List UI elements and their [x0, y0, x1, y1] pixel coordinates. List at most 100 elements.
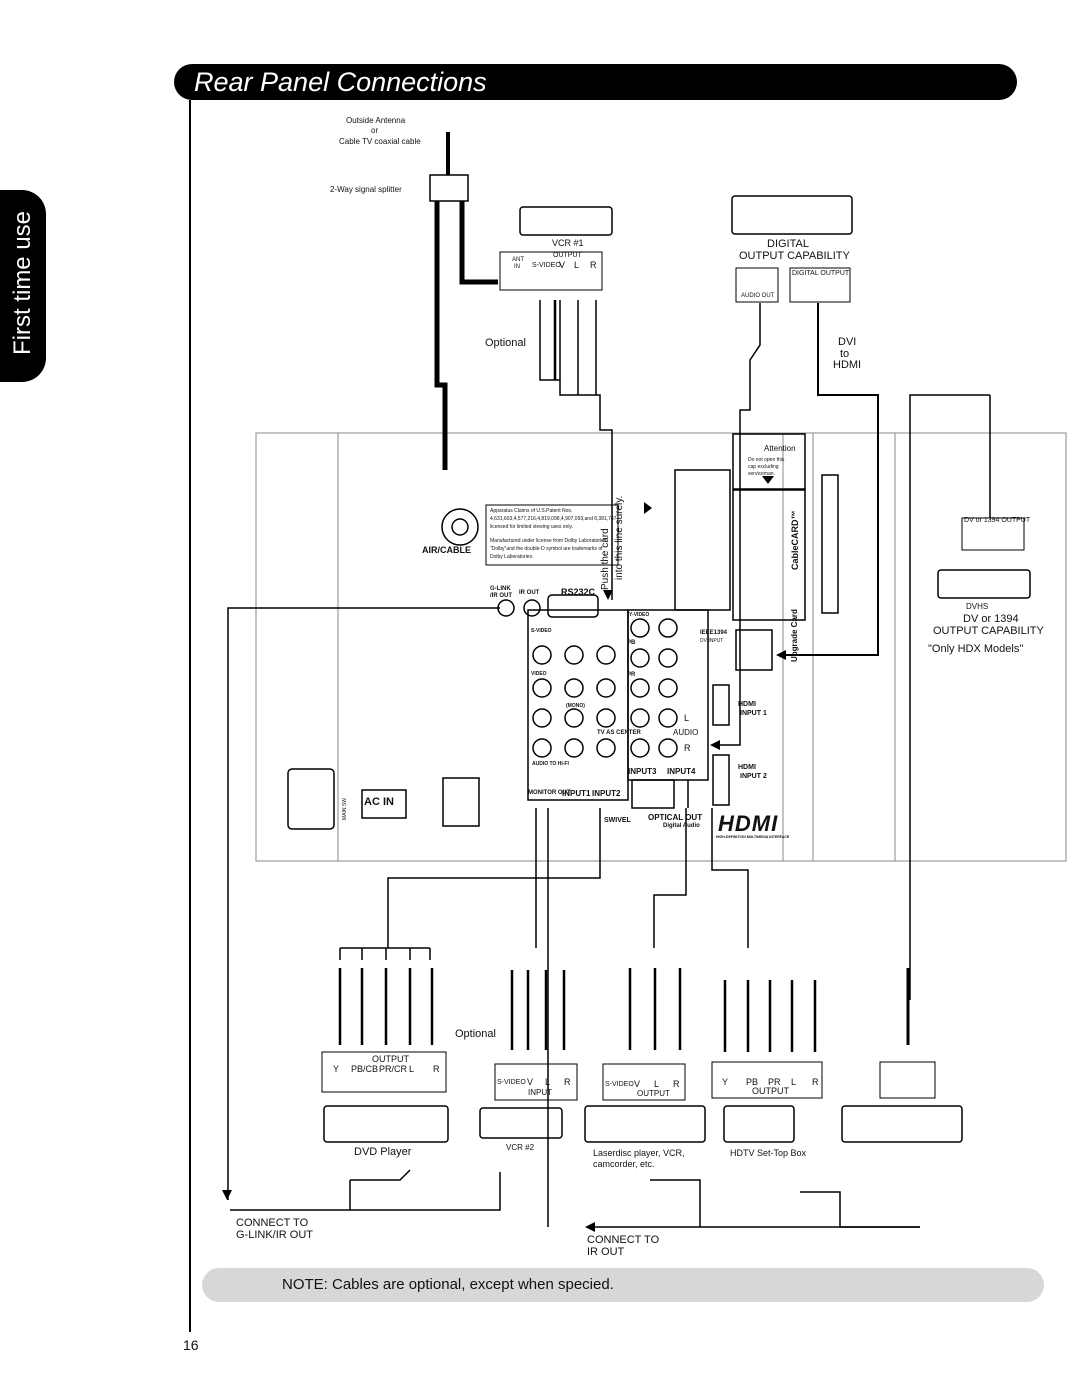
hdmi1-label: HDMI: [738, 701, 756, 708]
glink-line: [227, 607, 500, 1200]
audio-label: AUDIO: [673, 728, 699, 737]
connect-glink-line1: CONNECT TO: [236, 1217, 309, 1229]
video-label: VIDEO: [531, 671, 547, 677]
dvhs-device: [937, 569, 1031, 599]
glink-irout-label: /IR OUT: [490, 593, 512, 599]
hdtv-cable-bundle: [723, 980, 817, 1052]
svideo-label: S-VIDEO: [531, 628, 552, 634]
dvd-port-pb: PB/CB: [351, 1064, 379, 1074]
hdmi-tagline: HIGH-DEFINITION MULTIMEDIA INTERFACE: [716, 835, 790, 839]
hdmi1-port: [712, 684, 730, 726]
digital-audio-label: Digital Audio: [663, 823, 700, 829]
push-card-label: Push the card: [600, 528, 611, 590]
dvd-cable-bundle: [338, 968, 434, 1045]
vcr1-svideo-label: S-VIDEO: [532, 262, 561, 269]
vcr1-cable-bundle: [559, 300, 597, 395]
swivel-label: SWIVEL: [604, 817, 631, 824]
vcr1-r-label: R: [590, 260, 597, 270]
dvd-name: DVD Player: [354, 1146, 412, 1158]
laser-device: [584, 1105, 706, 1143]
ac-in-box: [361, 789, 407, 819]
splitter-label: 2-Way signal splitter: [330, 185, 402, 194]
patent-line1: Apparatus Claims of U.S.Patent Nos.: [490, 508, 573, 514]
vcr2-r-label: R: [564, 1077, 571, 1087]
dvd-port-pr: PR/CR: [379, 1064, 408, 1074]
optical-out-port: [631, 779, 675, 809]
hdmi-input2-label: INPUT 2: [740, 773, 767, 780]
digital-device: [731, 195, 853, 235]
digital-output-label: DIGITAL OUTPUT: [792, 270, 850, 277]
vcr2-v-label: V: [527, 1077, 534, 1087]
glink-remote-cable: [350, 1169, 411, 1181]
hdmi-input1-label: INPUT 1: [740, 710, 767, 717]
laser-r-label: R: [673, 1079, 680, 1089]
dolby-line2: "Dolby"and the double-D symbol are trade…: [490, 546, 603, 552]
dvhs-name: DVHS: [966, 602, 989, 611]
dvhs-cable-left: [909, 394, 990, 1000]
vcr1-device: [519, 206, 613, 236]
mono-label: (MONO): [566, 703, 585, 709]
vcr1-port-panel: [499, 251, 603, 291]
laser-svideo-label: S-VIDEO: [605, 1081, 634, 1088]
audio-to-hifi-label: AUDIO TO HI-FI: [532, 761, 569, 767]
tv-as-center-label: TV AS CENTER: [597, 730, 641, 736]
hdtv-port-l: L: [791, 1077, 797, 1087]
input4-label: INPUT4: [667, 767, 696, 776]
yvideo-label: Y-VIDEO: [629, 612, 650, 618]
cablecard-label: CableCARD™: [790, 510, 800, 570]
hdmi-device: [841, 1105, 963, 1143]
audio-out-port: [735, 267, 779, 303]
digital-label-line2: OUTPUT CAPABILITY: [739, 250, 850, 262]
pr-label: PR: [627, 672, 636, 678]
dvi-label: DVI: [838, 336, 857, 348]
coax-to-vcr1: [459, 201, 498, 285]
ieee1394-port: [735, 629, 773, 671]
digital-output-port: [789, 267, 851, 303]
note-text: NOTE: Cables are optional, except when s…: [282, 1276, 614, 1293]
vcr2-port-panel: [494, 1063, 578, 1101]
into-line-label: into this line surely.: [614, 495, 625, 580]
laser-output-label: OUTPUT: [637, 1089, 670, 1098]
audio-l-label: L: [684, 713, 690, 723]
patent-label-box: [485, 504, 619, 566]
dvd-port-y: Y: [333, 1064, 340, 1074]
page-number: 16: [183, 1337, 199, 1353]
vcr2-cable-bundle: [510, 970, 566, 1050]
hdtv-port-r: R: [812, 1077, 819, 1087]
side-panel-outline: [812, 432, 896, 862]
section-tab: First time use: [0, 190, 46, 382]
cable-source-label: Cable TV coaxial cable: [339, 137, 421, 146]
vcr1-in-label: IN: [514, 264, 520, 270]
dvd-output-label: OUTPUT: [372, 1054, 409, 1064]
laser-cable-bundle: [628, 968, 682, 1050]
vcr1-ant-label: ANT: [512, 257, 524, 263]
laser-l-label: L: [654, 1079, 660, 1089]
hdtv-port-pb: PB: [746, 1077, 759, 1087]
main-sw-label: MAIN SW: [342, 798, 348, 820]
dvd-port-l: L: [409, 1064, 415, 1074]
dvhs-label-line1: DV or 1394: [963, 613, 1019, 625]
panel-outline: [337, 432, 784, 862]
dvhs-port: [961, 517, 1025, 551]
coax-to-tv: [434, 201, 448, 470]
cablecard-slot: [732, 489, 806, 621]
dvi-to-label: to: [840, 348, 850, 360]
hdmi-label: HDMI: [833, 359, 862, 371]
glink-remote-line: [230, 1180, 351, 1211]
patent-line3: licensed for limited viewing uses only.: [490, 524, 574, 530]
laser-port-panel: [602, 1063, 686, 1101]
margin-rule: [189, 100, 191, 1332]
dvd-cable-fan: [339, 947, 431, 960]
audio-r-label: R: [684, 743, 691, 753]
dvhs-port-label: DV or 1394 OUTPUT: [964, 517, 1031, 524]
connect-irout-line1: CONNECT TO: [587, 1234, 660, 1246]
vcr2-optional-label: Optional: [455, 1028, 496, 1040]
rs232c-label: RS232C: [561, 587, 596, 597]
ac-in-socket: [287, 768, 335, 830]
ieee1394-label: IEEE1394: [700, 630, 728, 636]
laser-name-line1: Laserdisc player, VCR,: [593, 1148, 685, 1158]
attention-label: [732, 433, 806, 490]
splitter-icon: [429, 174, 469, 202]
page-title: Rear Panel Connections: [194, 67, 487, 97]
